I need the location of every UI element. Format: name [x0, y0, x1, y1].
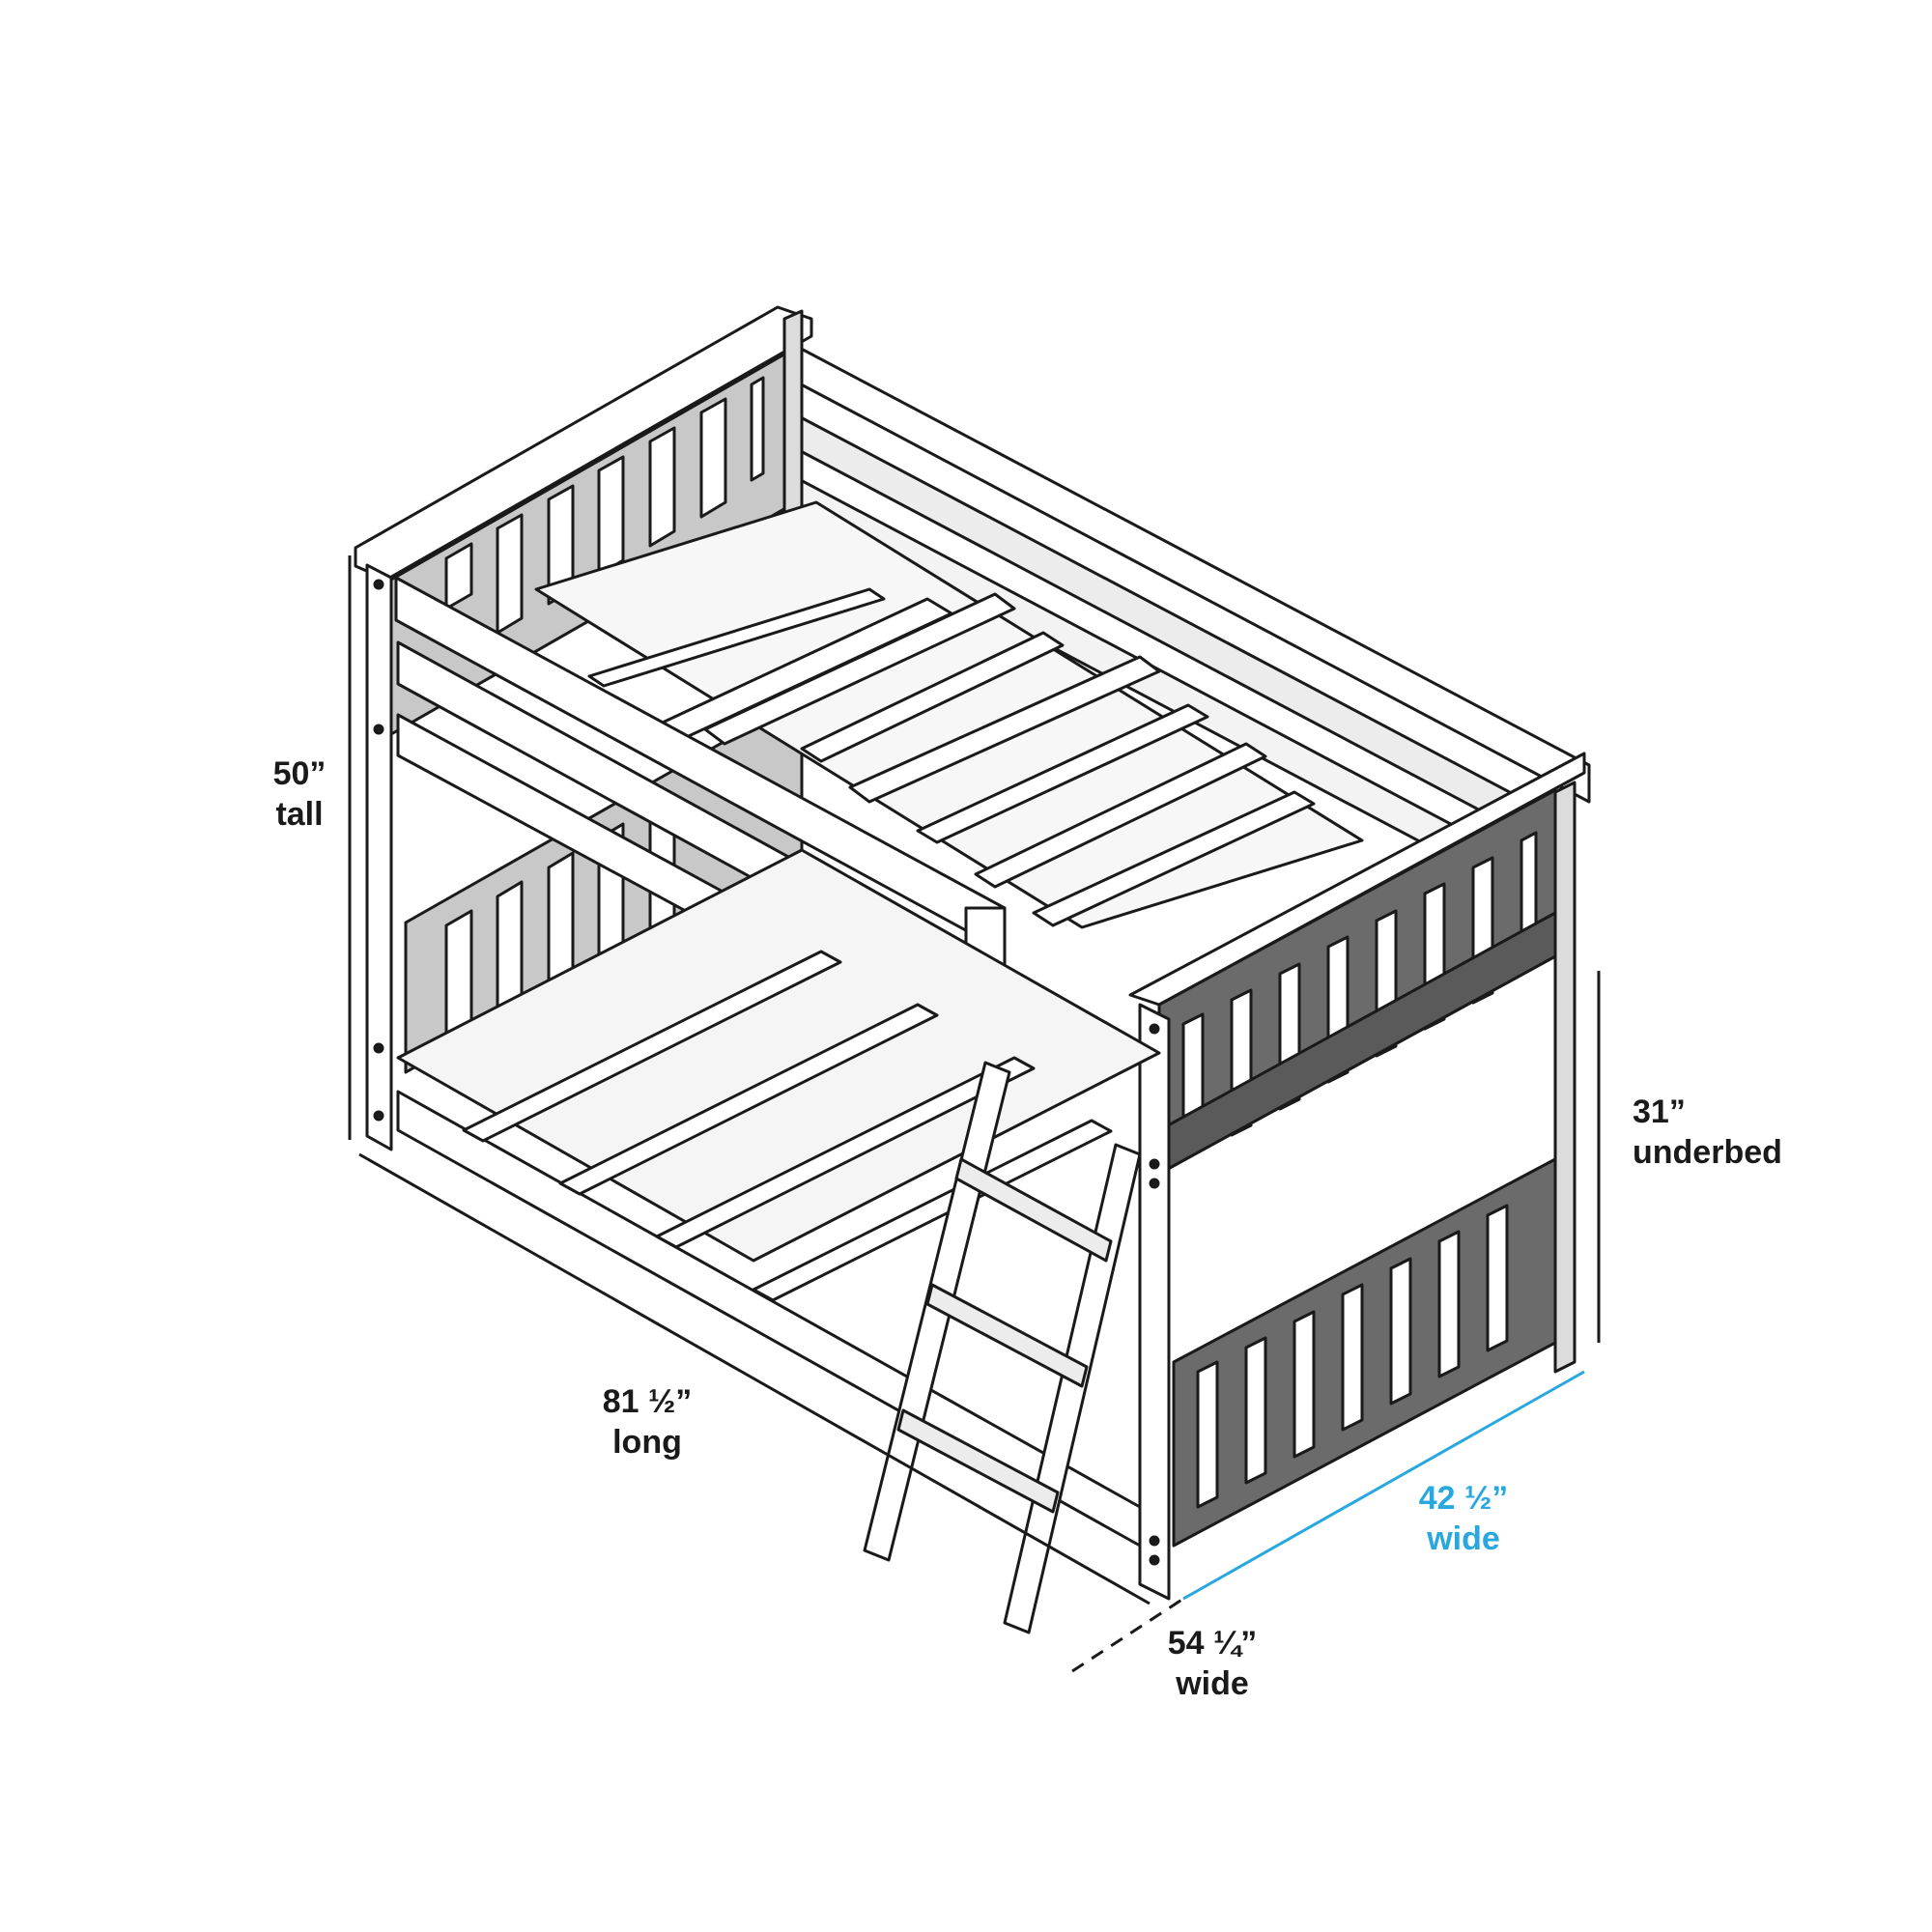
overall-width-value: 54 ¼”: [1167, 1625, 1258, 1662]
height-unit: tall: [275, 796, 324, 833]
headboard-upper-right: [1128, 752, 1586, 1176]
length-unit: long: [612, 1424, 682, 1461]
height-value: 50”: [272, 755, 327, 792]
right-back-post: [1553, 781, 1577, 1374]
left-front-post: [365, 563, 393, 1151]
dimension-lines: [348, 555, 1601, 1673]
height-label: 50” tall: [246, 753, 353, 835]
upper-bed-slats: [534, 500, 1364, 929]
back-rail-upper: [788, 341, 1591, 910]
underbed-unit: underbed: [1633, 1134, 1782, 1171]
right-front-post: [1138, 1003, 1171, 1601]
bed-width-value: 42 ½”: [1418, 1480, 1509, 1517]
bed-width-label: 42 ½” wide: [1406, 1478, 1521, 1559]
overall-width-label: 54 ¼” wide: [1154, 1623, 1270, 1704]
headboard-lower-right: [1172, 1157, 1557, 1548]
bed-width-dimension-line: [1182, 1370, 1585, 1601]
length-dimension-line: [358, 1152, 1151, 1605]
bed-width-unit: wide: [1427, 1520, 1500, 1557]
overall-width-unit: wide: [1176, 1665, 1249, 1702]
length-value: 81 ½”: [602, 1383, 693, 1420]
length-label: 81 ½” long: [589, 1381, 705, 1463]
lower-bed-frame: [396, 848, 1161, 1548]
underbed-value: 31”: [1633, 1094, 1686, 1130]
ladder: [863, 1061, 1142, 1634]
underbed-label: 31” underbed: [1633, 1092, 1782, 1173]
